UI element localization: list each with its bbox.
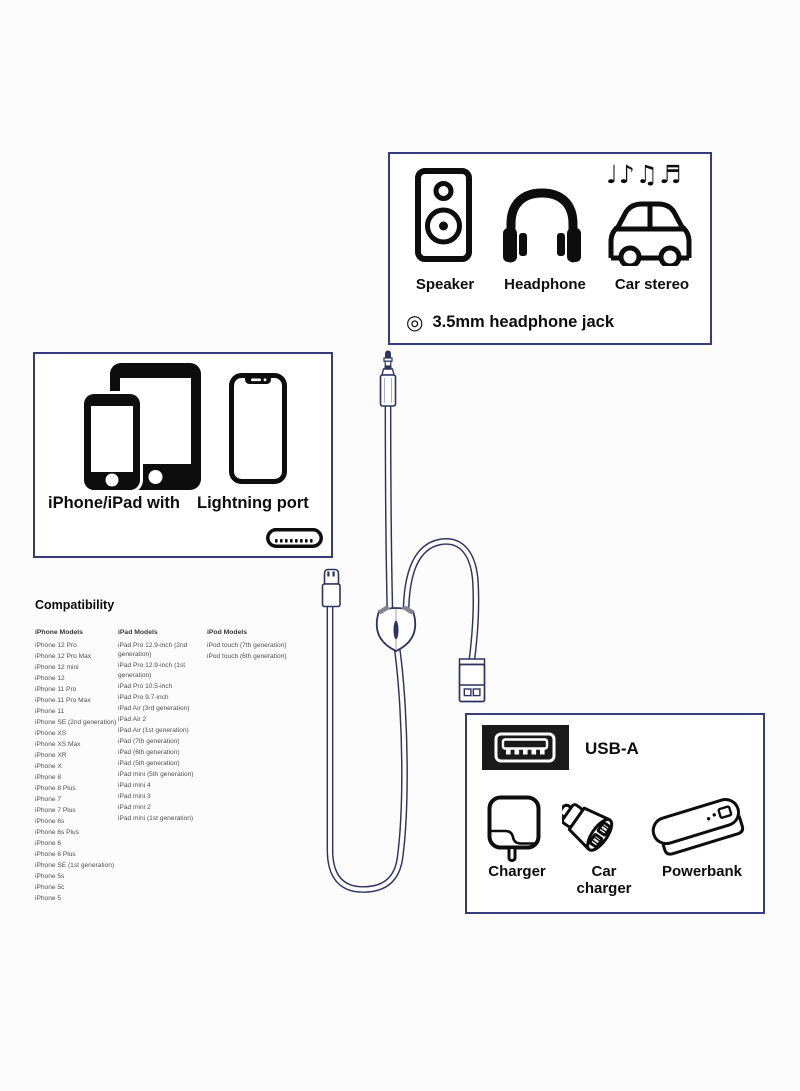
compat-item: iPhone 12 Pro Max [35, 653, 92, 661]
compat-item: iPhone 12 [35, 675, 65, 683]
compat-item: iPad Pro 12.9-inch (2nd generation) [118, 642, 188, 659]
audio-outputs-box: ♩♪♫♬ Speaker Headphone Car stereo ◎ 3.5m… [388, 152, 712, 345]
wall-charger-icon [487, 795, 541, 862]
compat-item: iPhone 7 [35, 796, 62, 804]
compat-item: iPhone XR [35, 752, 67, 760]
speaker-label: Speaker [415, 276, 475, 293]
compat-item: iPhone XS [35, 730, 67, 738]
bullseye-icon: ◎ [406, 310, 424, 334]
speaker-icon [415, 168, 472, 262]
compat-item: iPhone SE (2nd generation) [35, 719, 117, 727]
compat-item: iPad Air (3rd generation) [118, 704, 190, 712]
compat-item: iPhone 5 [35, 895, 62, 903]
music-notes-icon: ♩♪♫♬ [606, 160, 683, 189]
ipad-models-list: iPad Pro 12.9-inch (2nd generation) iPad … [118, 641, 201, 823]
compat-item: iPod touch (6th generation) [207, 653, 287, 661]
compat-item: iPhone XS Max [35, 741, 81, 749]
usb-a-connector [458, 658, 486, 703]
aux-plug [379, 350, 397, 407]
jack-note-label: 3.5mm headphone jack [432, 312, 615, 331]
compat-item: iPhone 7 Plus [35, 807, 76, 815]
caption-iphone-ipad: iPhone/iPad with [48, 494, 181, 512]
lightning-devices-box: iPhone/iPad with Lightning port [33, 352, 333, 558]
usb-a-port-icon [482, 725, 569, 770]
compat-item: iPhone 11 Pro [35, 686, 77, 694]
lightning-port-icon [266, 528, 323, 548]
ipad-models-header: iPad Models [118, 629, 158, 636]
compat-item: iPad Air (1st generation) [118, 726, 189, 734]
compat-item: iPad Pro 9.7-inch [118, 693, 169, 701]
compat-item: iPhone 6s [35, 818, 65, 826]
headphone-label: Headphone [504, 276, 586, 293]
caption-lightning-port: Lightning port [197, 494, 309, 512]
ipod-models-column: iPod Models iPod touch (7th generation)i… [207, 628, 317, 905]
compat-item: iPad (7th generation) [118, 737, 180, 745]
compat-item: iPad mini 3 [118, 792, 151, 800]
jack-note-row: ◎ 3.5mm headphone jack [406, 312, 614, 332]
compat-item: iPad mini (1st generation) [118, 814, 194, 822]
car-charger-icon [562, 803, 614, 852]
compat-item: iPad Pro 10.5-inch [118, 682, 173, 690]
usb-power-box: USB-A [465, 713, 765, 914]
compat-item: iPad mini 2 [118, 803, 151, 811]
compat-item: iPhone 6 Plus [35, 851, 76, 859]
car-charger-label: Car charger [576, 863, 632, 897]
powerbank-label: Powerbank [661, 863, 743, 880]
compat-item: iPhone 6s Plus [35, 829, 79, 837]
compat-item: iPad Air 2 [118, 715, 147, 723]
compat-item: iPad (6th generation) [118, 748, 180, 756]
compat-item: iPhone 8 [35, 774, 62, 782]
compat-item: iPod touch (7th generation) [207, 642, 287, 650]
compat-item: iPhone 12 mini [35, 664, 79, 672]
compatibility-title: Compatibility [35, 598, 115, 612]
splitter-cable-illustration [321, 350, 486, 893]
phone-outline-icon [229, 373, 287, 484]
compat-item: iPhone 8 Plus [35, 785, 76, 793]
iphone-models-list: iPhone 12 Pro iPhone 12 Pro Max iPhone 12 … [35, 641, 117, 903]
compat-item: iPhone SE (1st generation) [35, 862, 115, 870]
ipod-models-list: iPod touch (7th generation) iPod touch (6… [207, 641, 311, 661]
compat-item: iPad mini 4 [118, 781, 151, 789]
splitter-junction [375, 605, 417, 652]
iphone-models-header: iPhone Models [35, 629, 83, 636]
compat-item: iPhone 5c [35, 884, 65, 892]
usb-a-label: USB-A [585, 739, 639, 758]
charger-label: Charger [488, 863, 546, 880]
compat-item: iPhone 11 Pro Max [35, 697, 91, 705]
compat-item: iPhone 6 [35, 840, 62, 848]
ipad-models-column: iPad Models iPad Pro 12.9-inch (2nd gene… [118, 628, 207, 905]
powerbank-icon [651, 798, 745, 856]
compat-item: iPhone 12 Pro [35, 642, 77, 650]
compat-item: iPhone 11 [35, 708, 65, 716]
cable-wires [326, 397, 480, 893]
car-stereo-label: Car stereo [614, 276, 690, 293]
compat-item: iPhone X [35, 763, 62, 771]
phone-filled-icon [81, 391, 143, 493]
compat-item: iPad (5th generation) [118, 759, 180, 767]
compat-item: iPhone 5s [35, 873, 65, 881]
car-icon [608, 201, 692, 266]
lightning-connector [321, 568, 341, 608]
headphone-icon [503, 188, 581, 263]
compat-item: iPad mini (5th generation) [118, 770, 194, 778]
ipod-models-header: iPod Models [207, 629, 248, 636]
compatibility-section: Compatibility iPhone Models iPhone 12 Pr… [35, 598, 335, 905]
compat-item: iPad Pro 12.9-inch (1st generation) [118, 662, 186, 679]
